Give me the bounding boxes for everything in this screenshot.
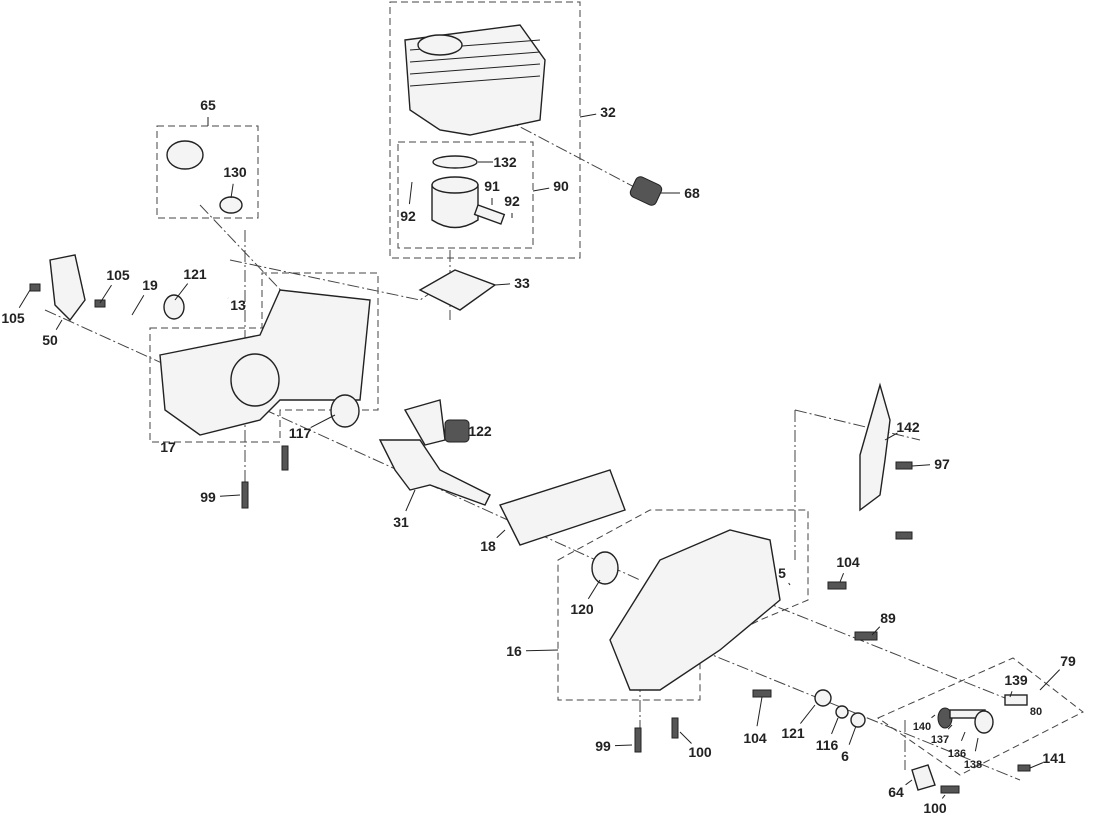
callout-label-16: 16 [506,643,522,659]
callout-labels: 6513010550105191211317117993112232132919… [1,97,1076,816]
callout-label-6: 6 [841,748,849,764]
callout-label-122: 122 [468,423,492,439]
group-box-32 [389,1,581,259]
callout-label-141: 141 [1042,750,1066,766]
callout-label-100: 100 [688,744,712,760]
leader-line-97 [911,464,931,467]
callout-label-33: 33 [514,275,530,291]
leader-line-16 [525,649,559,652]
piston-part [431,184,479,229]
callout-label-140: 140 [913,721,931,733]
callout-label-132: 132 [493,154,517,170]
gasket-18-part [499,469,626,546]
leader-line-121 [800,704,816,724]
callout-label-137: 137 [931,734,949,746]
gasket-part [418,269,497,311]
callout-label-5: 5 [778,565,786,581]
leader-line-140 [931,714,936,719]
callout-label-142: 142 [896,419,920,435]
callout-label-105: 105 [106,267,130,283]
callout-label-99: 99 [200,489,216,505]
leader-line-89 [871,626,881,636]
callout-label-104: 104 [743,730,767,746]
leader-line-90 [532,187,550,192]
leader-line-130 [230,183,234,199]
leader-line-31 [405,489,416,512]
callout-label-79: 79 [1060,653,1076,669]
callout-label-99: 99 [595,738,611,754]
leader-line-141 [1029,762,1044,769]
leader-line-79 [1039,669,1061,691]
leader-line-104 [839,572,845,583]
callout-label-130: 130 [223,164,247,180]
callout-label-68: 68 [684,185,700,201]
leader-line-92 [408,181,413,205]
callout-label-97: 97 [934,456,950,472]
leader-line-139 [1009,691,1013,698]
group-box-79 [876,657,1084,776]
leader-line-6 [848,725,857,745]
leader-line-100 [679,731,692,744]
leader-line-99 [614,744,633,747]
leader-line-137 [947,724,953,730]
leader-line-136 [960,731,966,742]
leader-line-100 [941,794,946,799]
callout-label-17: 17 [160,439,176,455]
leader-line-5 [788,582,791,586]
callout-label-116: 116 [816,737,839,753]
callout-label-105: 105 [1,310,25,326]
leader-line-142 [884,432,898,441]
leader-lines [18,113,1061,799]
leader-line-64 [905,779,913,786]
leader-line-105 [99,284,112,304]
callout-label-64: 64 [888,784,904,800]
callout-label-18: 18 [480,538,496,554]
callout-label-92: 92 [504,193,520,209]
leader-line-50 [55,319,63,330]
callout-label-89: 89 [880,610,896,626]
callout-label-91: 91 [484,178,500,194]
callout-label-117: 117 [289,425,312,441]
callout-label-120: 120 [570,601,594,617]
callout-label-13: 13 [230,297,246,313]
leader-line-117 [310,414,336,428]
callout-label-136: 136 [948,748,966,760]
crankshaft-part [378,439,491,506]
leader-line-116 [831,717,839,735]
group-box-90 [397,141,534,249]
callout-label-139: 139 [1004,672,1028,688]
callout-label-80: 80 [1030,706,1042,718]
parts [29,24,1031,794]
callout-label-100: 100 [923,800,947,816]
leader-line-121 [174,283,189,301]
callout-label-121: 121 [781,725,805,741]
leader-line-33 [494,283,511,286]
callout-label-104: 104 [836,554,860,570]
callout-label-121: 121 [183,266,207,282]
leader-line-138 [974,737,979,752]
leader-line-99 [219,494,241,497]
group-box-16 [557,509,809,701]
crankcase-16-part [609,529,781,691]
leader-line-104 [756,696,763,727]
callout-label-92: 92 [400,208,416,224]
leader-line-120 [587,579,601,600]
leader-line-19 [131,295,145,316]
callout-label-65: 65 [200,97,216,113]
callout-label-19: 19 [142,277,158,293]
plate-142-part [859,382,891,512]
leader-line-105 [18,289,31,309]
callout-label-32: 32 [600,104,616,120]
callout-label-90: 90 [553,178,569,194]
callout-label-138: 138 [964,759,982,771]
leader-line-18 [496,529,506,539]
leader-line-32 [579,113,597,118]
callout-label-31: 31 [393,514,409,530]
group-box-17 [149,272,379,443]
callout-label-50: 50 [42,332,58,348]
